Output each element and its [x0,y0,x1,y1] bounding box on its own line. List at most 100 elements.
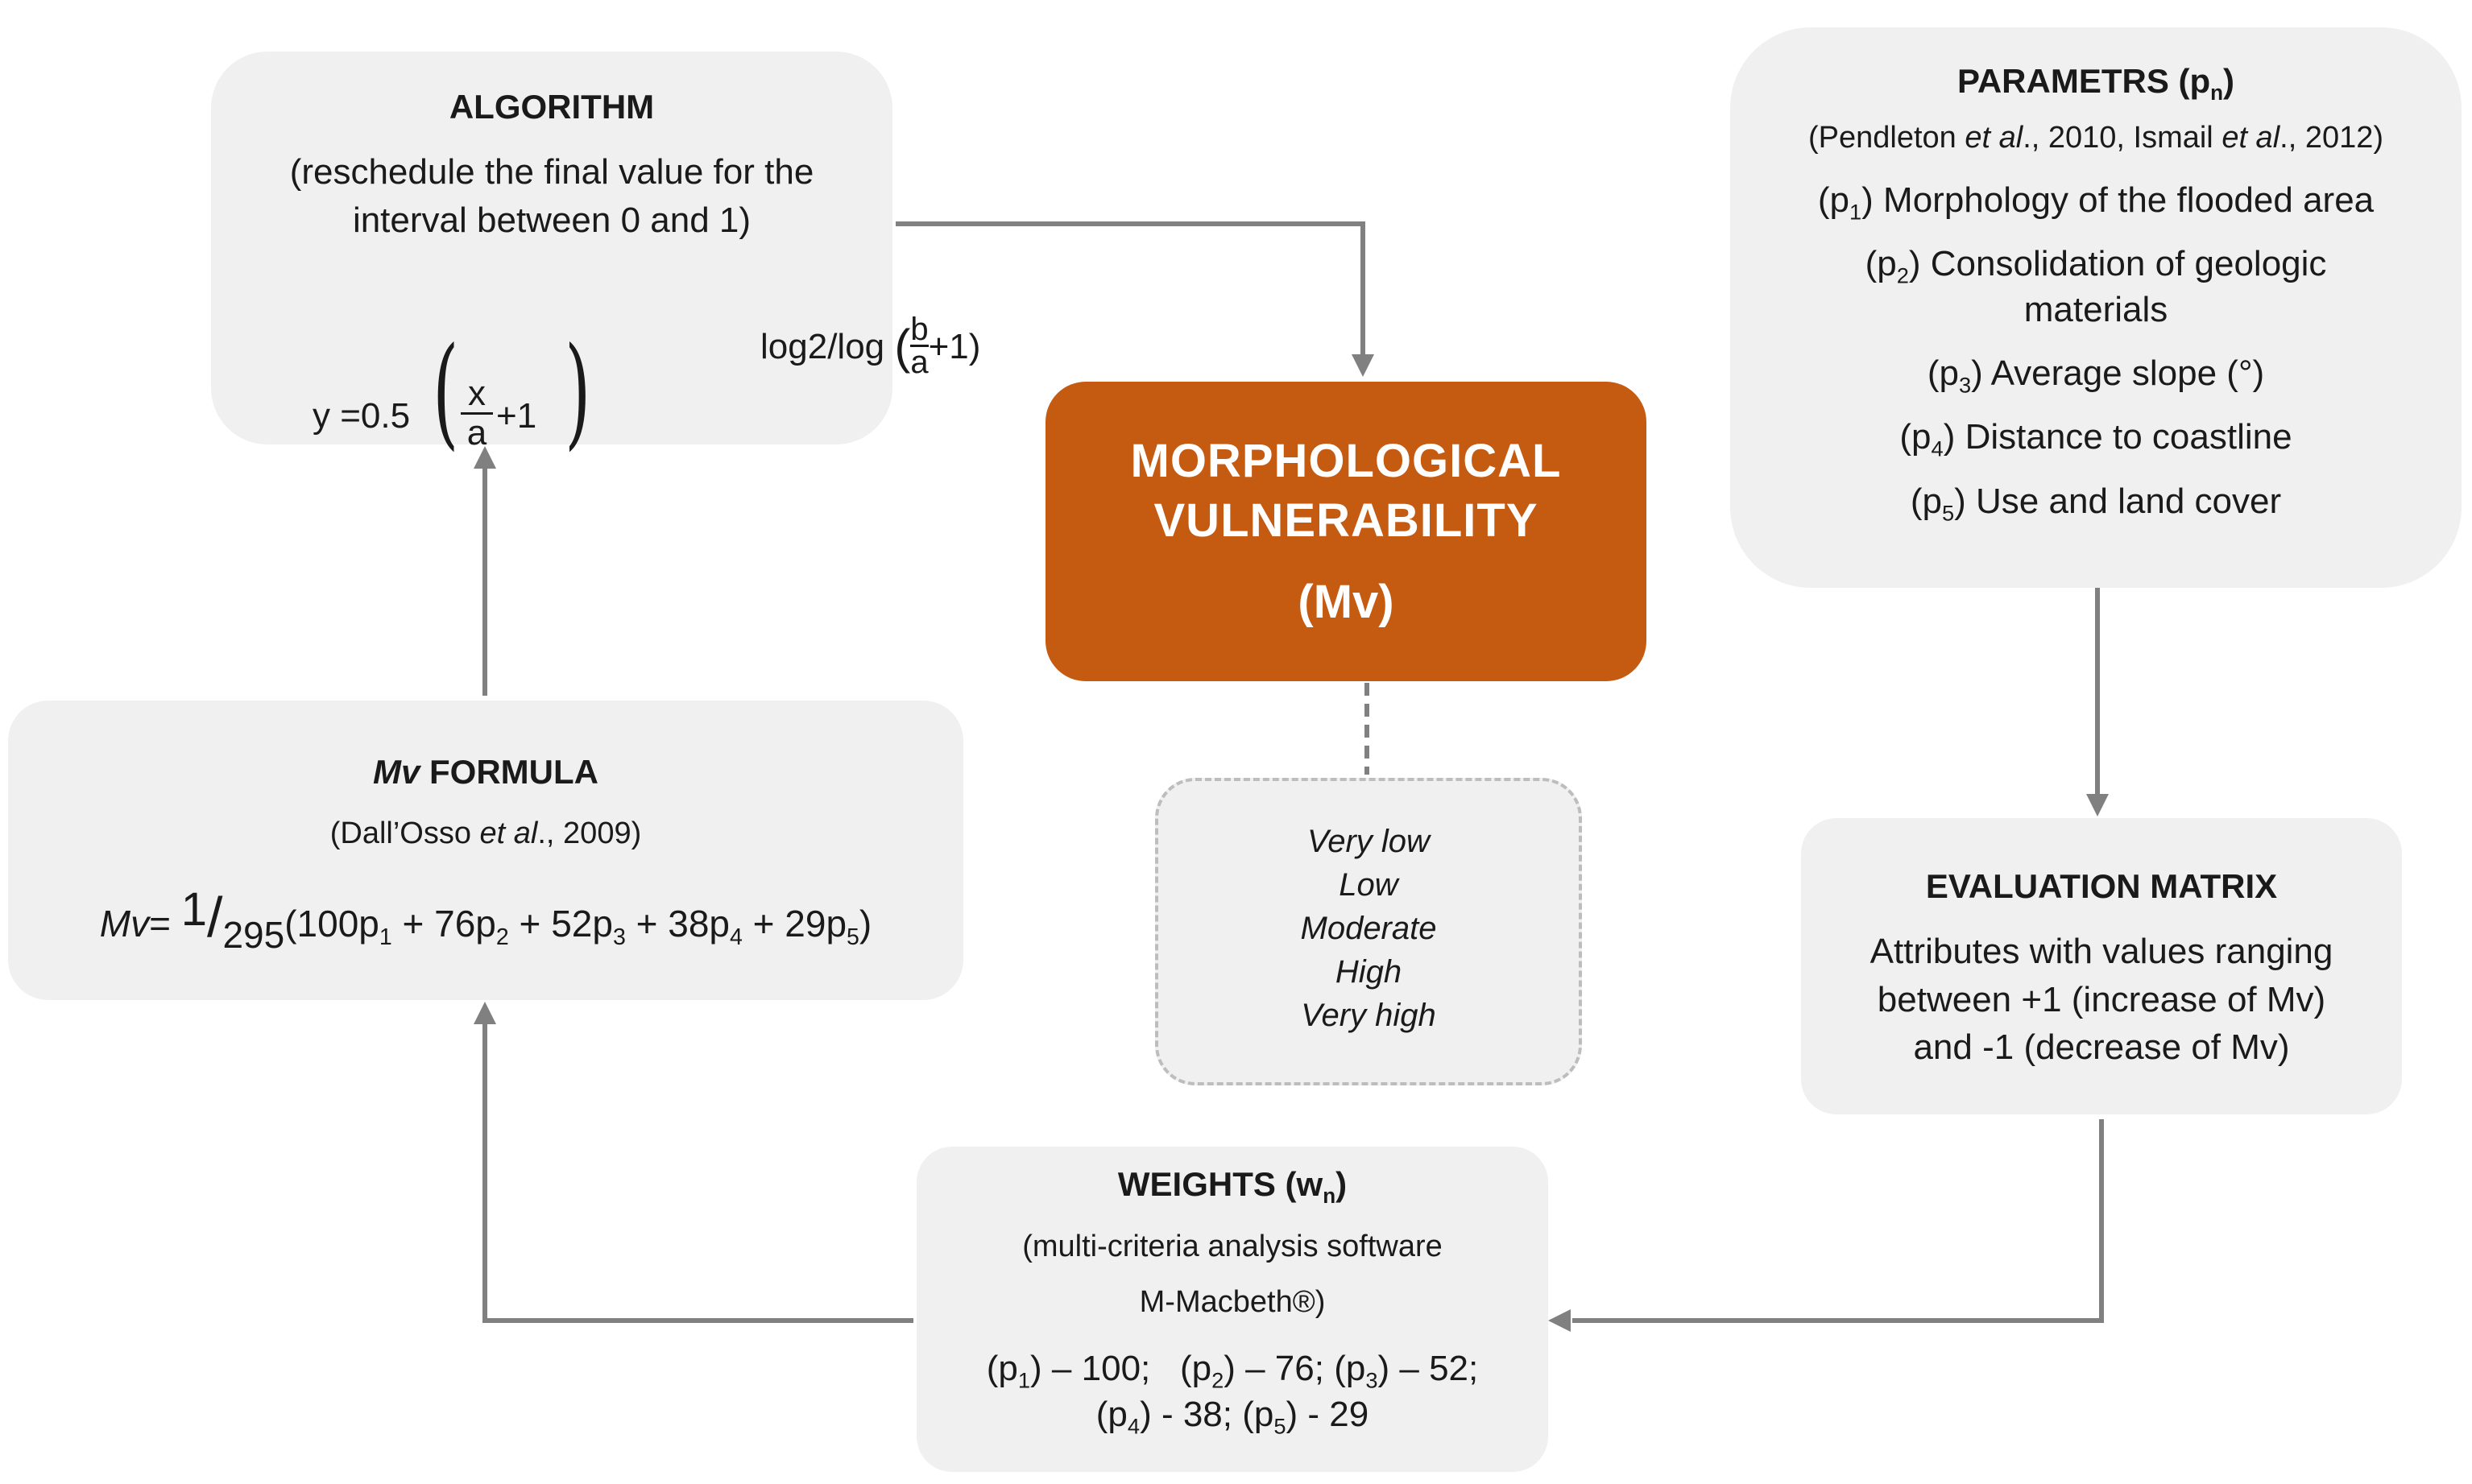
matrix-line2: between +1 (increase of Mv) [1877,979,2326,1019]
formula-term-sub: 4 [730,924,743,950]
parameters-citation: (Pendleton et al., 2010, Ismail et al., … [1730,118,2462,159]
citation-etal1: et al [1965,121,2023,155]
parameters-title-main: PARAMETRS (p [1956,62,2211,100]
formula-term-sub: 1 [379,924,392,950]
matrix-title: EVALUATION MATRIX [1925,867,2278,905]
algorithm-desc-line1: (reschedule the final value for the [289,152,814,192]
parameter-item: (p5) Use and land cover [1910,481,2282,526]
eq-exp-den: a [910,345,929,380]
formula-lhs: Mv [99,902,150,945]
formula-title-rest: FORMULA [420,753,598,791]
formula-equals: = [149,902,171,945]
param-label: Use and land cover [1976,481,2282,521]
weight-value: - 38; [1151,1395,1243,1435]
formula-term-coef: + 38p [625,902,730,945]
mv-line2: VULNERABILITY [1153,494,1538,548]
arrow-matrix-to-weights [1572,1119,2104,1323]
weights-values: (p1) – 100; (p2) – 76; (p3) – 52; (p4) -… [917,1346,1548,1437]
citation-part3: ., 2012) [2279,121,2384,155]
weight-value: – 52; [1389,1349,1479,1389]
eq-exp-prefix: log2/log [760,327,885,366]
citation-etal2: et al [2221,121,2280,155]
formula-title: Mv FORMULA [8,752,963,792]
eq-frac-bar [461,412,493,415]
formula-term-sub: 5 [847,924,859,950]
weight-value: - 29 [1298,1395,1369,1435]
vulnerability-levels-box: Very low Low Moderate High Very high [1155,778,1582,1085]
formula-title-italic: Mv [373,753,420,791]
arrowhead-up-algorithm [474,446,496,469]
weights-desc-line2: M-Macbeth®) [1139,1284,1326,1319]
weights-box: WEIGHTS (wn) (multi-criteria analysis so… [917,1147,1548,1472]
formula-numerator: 1 [180,883,207,936]
parameters-title-close: ) [2223,62,2235,100]
algorithm-title: ALGORITHM [449,88,655,126]
parameters-title: PARAMETRS (pn) [1730,61,2462,103]
eq-fraction: x a [461,374,493,452]
algorithm-desc-line2: interval between 0 and 1) [352,200,752,240]
formula-citation-etal: et al [479,816,538,851]
weight-param: 4 [1127,1413,1141,1439]
mv-formula-box: Mv FORMULA (Dall’Osso et al., 2009) Mv= … [8,701,963,1000]
mv-abbreviation: (Mv) [1298,576,1394,629]
weights-row-1: (p1) – 100; (p2) – 76; (p3) – 52; [986,1349,1479,1393]
formula-term-coef: + 52p [508,902,613,945]
level-item: Very low [1307,824,1430,859]
param-id: 2 [1896,262,1909,288]
weights-row-2: (p4) - 38; (p5) - 29 [1095,1395,1369,1439]
citation-part1: (Pendleton [1807,121,1965,155]
arrowhead-up-formula [474,1002,496,1024]
param-id: 3 [1958,372,1972,398]
eq-exp-paren: ( [894,320,911,374]
weights-title: WEIGHTS (wn) [917,1164,1548,1206]
weights-description: (multi-criteria analysis software M-Macb… [917,1219,1548,1329]
parameters-list: (p1) Morphology of the flooded area (p2)… [1730,177,2462,524]
formula-term-sub: 2 [495,924,509,950]
matrix-line3: and -1 (decrease of Mv) [1913,1027,2290,1068]
mv-line1: MORPHOLOGICAL [1130,435,1562,487]
param-label: Average slope (°) [1990,353,2265,394]
weights-desc-line1: (multi-criteria analysis software [1022,1230,1443,1264]
formula-citation-part2: ., 2009) [537,816,642,851]
eq-exp-num: b [910,312,929,347]
formula-equation: Mv= 1/295(100p1 + 76p2 + 52p3 + 38p4 + 2… [8,883,963,957]
matrix-line1: Attributes with values ranging [1870,932,2333,972]
formula-term-coef: + 29p [742,902,847,945]
formula-term-sub: 3 [612,924,626,950]
eq-lhs: y =0.5 [313,396,411,436]
param-label: Distance to coastline [1965,417,2292,457]
weight-value: – 100; [1041,1349,1180,1389]
param-id: 5 [1941,500,1955,526]
arrowhead-down-mv [1352,354,1374,377]
parameter-item: (p4) Distance to coastline [1899,417,2292,461]
formula-slash: / [207,885,223,949]
level-item: Low [1339,867,1398,903]
arrow-weights-to-formula [482,1021,913,1323]
citation-part2: ., 2010, Ismail [2023,121,2222,155]
parameters-title-sub: n [2210,81,2224,105]
param-label: Consolidation of geologic [1930,243,2327,283]
eq-right-paren: ) [565,322,591,462]
arrowhead-left-weights [1548,1309,1571,1332]
level-item: High [1335,954,1402,990]
parameter-item: (p3) Average slope (°) [1927,353,2265,398]
weight-param: 5 [1273,1413,1286,1439]
weight-param: 1 [1017,1367,1031,1393]
eq-exp-bar [910,345,929,347]
weight-param: 2 [1211,1367,1224,1393]
param-label-cont: materials [2023,290,2168,330]
eq-plus-one: +1 [496,396,537,436]
param-label: Morphology of the flooded area [1883,180,2375,220]
morphological-vulnerability-box: MORPHOLOGICAL VULNERABILITY (Mv) [1046,382,1646,681]
parameters-box: PARAMETRS (pn) (Pendleton et al., 2010, … [1730,27,2462,588]
algorithm-box: ALGORITHM (reschedule the final value fo… [211,52,980,453]
level-item: Very high [1301,998,1436,1033]
formula-term-coef: (100p [284,902,379,945]
eq-left-paren: ( [433,322,459,462]
formula-citation-part1: (Dall’Osso [329,816,480,851]
param-id: 1 [1849,199,1862,225]
